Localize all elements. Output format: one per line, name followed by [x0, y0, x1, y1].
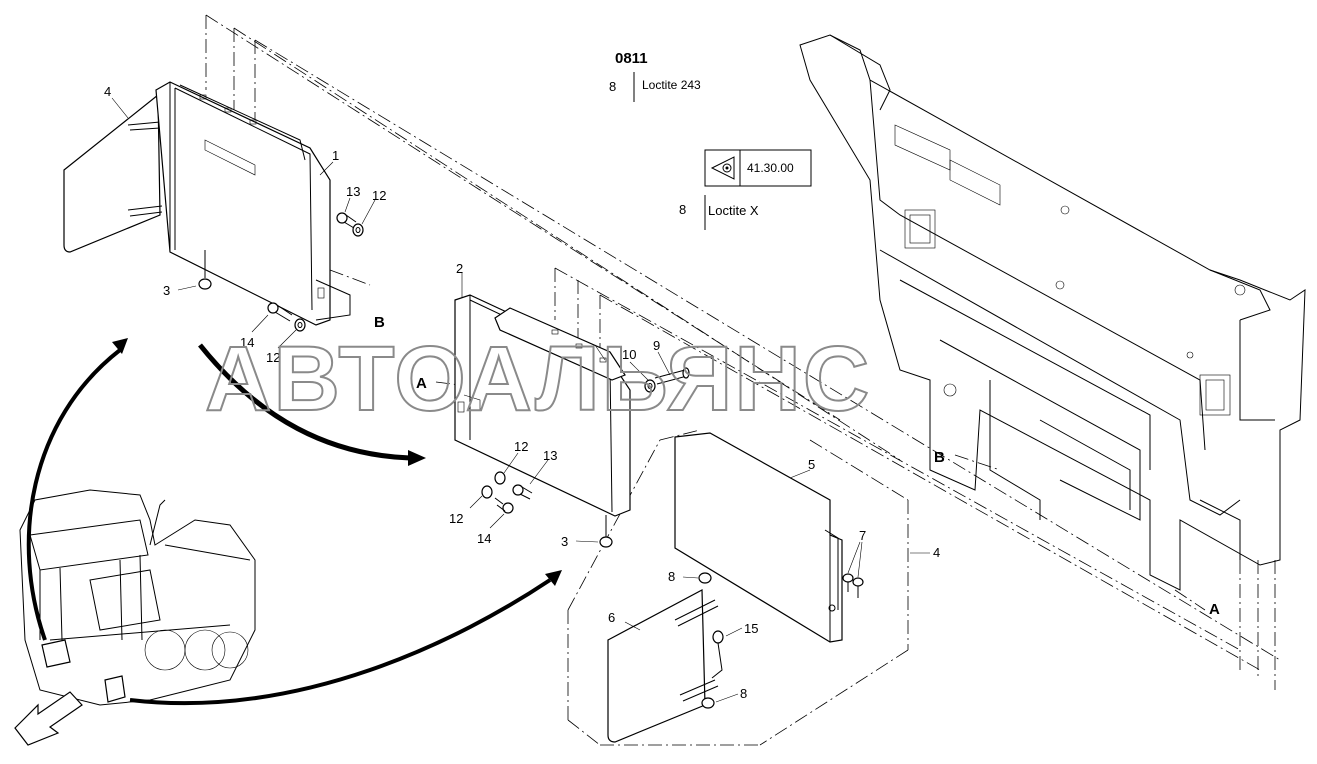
callout-1: 1 [332, 148, 339, 163]
callout-13: 13 [543, 448, 557, 463]
note-2-text: Loctite X [708, 203, 759, 218]
callout-4: 4 [104, 84, 111, 99]
fastener-screw-13-b [512, 484, 533, 500]
callout-3: 3 [561, 534, 568, 549]
callout-9: 9 [653, 338, 660, 353]
fastener-washer-12-c [494, 471, 506, 485]
eye-icon [710, 156, 735, 180]
callout-3: 3 [163, 283, 170, 298]
section-marker-a: A [1209, 601, 1220, 618]
view-direction-arrow [14, 691, 83, 746]
callout-10: 10 [622, 347, 636, 362]
fastener-screw-3-a [198, 250, 212, 290]
fastener-screw-3-b [599, 515, 613, 548]
fastener-washer-12-b [294, 318, 306, 332]
callout-5: 5 [808, 457, 815, 472]
callout-12: 12 [372, 188, 386, 203]
fastener-screw-9 [654, 367, 690, 385]
drawing-code: 0811 [615, 50, 648, 67]
part-4-cover-flap [63, 93, 163, 253]
callout-14: 14 [240, 335, 254, 350]
part-5-cover [674, 432, 843, 643]
reference-box: 41.30.00 [704, 149, 812, 187]
section-marker-b: B [934, 449, 945, 466]
section-marker-a: A [416, 375, 427, 392]
callouts: 4 1 13 12 3 14 12 B 2 A 10 9 12 13 12 14… [104, 84, 1220, 701]
callout-14: 14 [477, 531, 491, 546]
fastener-washer-12-d [481, 485, 493, 499]
explosion-lines [205, 14, 1281, 746]
note-1-text: Loctite 243 [642, 78, 701, 92]
paver-machine [19, 489, 256, 706]
fastener-screw-14-a [267, 302, 293, 322]
section-marker-b: B [374, 314, 385, 331]
fastener-pin-15 [711, 630, 724, 679]
callout-2: 2 [456, 261, 463, 276]
watermark-text: АВТОАЛЬЯНС [205, 328, 871, 430]
callout-12: 12 [266, 350, 280, 365]
fastener-screws-7 [842, 573, 864, 598]
callout-7: 7 [859, 528, 866, 543]
part-6-flap [607, 589, 719, 743]
callout-4: 4 [933, 545, 940, 560]
note-1-number: 8 [609, 79, 616, 94]
callout-8: 8 [668, 569, 675, 584]
callout-6: 6 [608, 610, 615, 625]
fastener-washer-10 [644, 379, 656, 393]
callout-13: 13 [346, 184, 360, 199]
callout-15: 15 [744, 621, 758, 636]
fastener-washer-12-a [352, 223, 364, 237]
leader-lines [111, 97, 930, 703]
fastener-nut-8-b [701, 697, 715, 709]
note-2-number: 8 [679, 202, 686, 217]
part-1-control-unit [155, 81, 351, 326]
reference-value: 41.30.00 [747, 161, 794, 175]
callout-12: 12 [514, 439, 528, 454]
indicator-arrows [26, 338, 562, 706]
machine-frame [799, 34, 1306, 591]
fastener-screw-13-a [336, 212, 357, 229]
callout-12: 12 [449, 511, 463, 526]
part-2-control-unit [454, 294, 631, 517]
fastener-nut-8-a [698, 572, 712, 584]
fastener-screw-14-b [494, 497, 514, 514]
callout-8: 8 [740, 686, 747, 701]
